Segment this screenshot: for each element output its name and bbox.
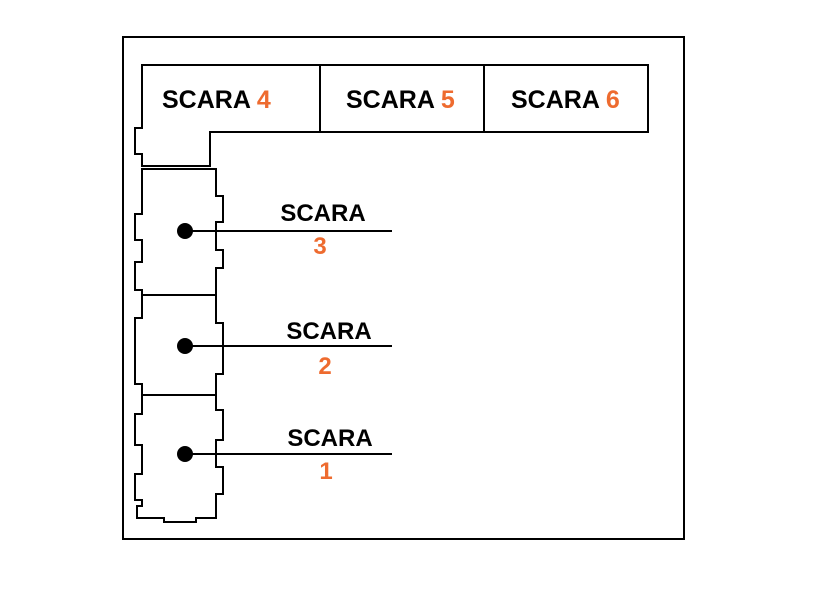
station-label-scara-6: SCARA 6 [511,86,620,114]
robot-base-2 [177,338,193,354]
station-label-scara-4: SCARA 4 [162,86,271,114]
robot-base-1 [177,446,193,462]
robot-number-3: 3 [313,233,326,260]
robot-number-2: 2 [318,353,331,380]
robot-scara-2: SCARA 2 [177,318,392,380]
robot-scara-1: SCARA 1 [177,425,392,485]
side-conveyor [134,168,224,523]
robot-number-1: 1 [319,458,332,485]
robot-label-1: SCARA [287,425,372,452]
robot-label-3: SCARA [280,200,365,227]
robot-label-2: SCARA [286,318,371,345]
robot-base-3 [177,223,193,239]
conveyor-module-1 [134,394,224,523]
station-label-scara-5: SCARA 5 [346,86,455,114]
robot-scara-3: SCARA 3 [177,200,392,260]
cell-enclosure [122,36,685,540]
top-conveyor [134,64,649,167]
